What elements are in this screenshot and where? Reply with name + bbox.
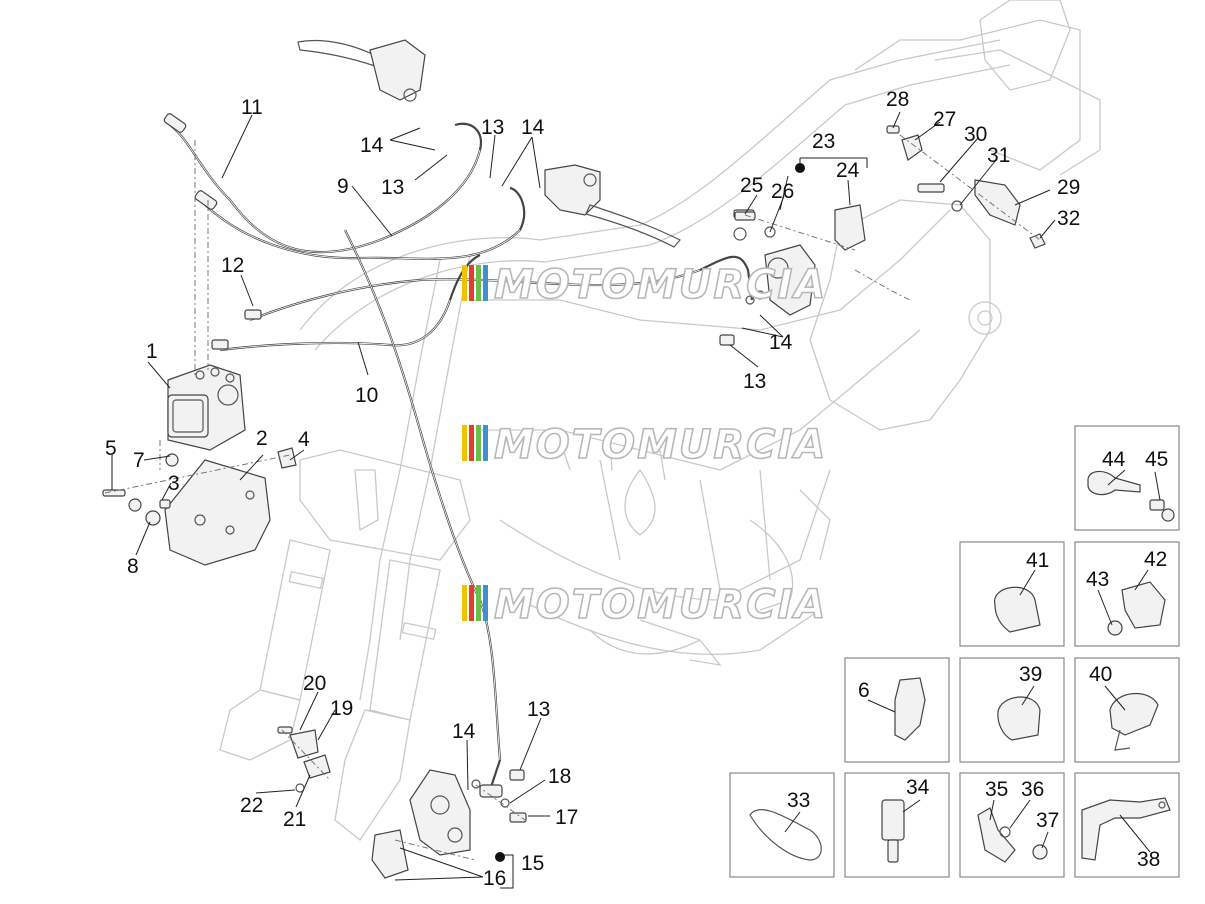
rear-brake-master-cylinder — [544, 164, 681, 248]
assembly-guide-lines — [104, 134, 1041, 861]
callout-30: 30 — [964, 123, 987, 146]
callout-36: 36 — [1021, 778, 1044, 801]
callout-35: 35 — [985, 778, 1008, 801]
callout-13-c: 13 — [743, 370, 766, 393]
callout-34: 34 — [906, 776, 930, 799]
inset-box-38 — [1074, 772, 1180, 878]
callout-14-b: 14 — [521, 116, 545, 139]
abs-wheel-sensor — [277, 726, 331, 793]
abs-bracket — [164, 459, 271, 566]
callout-43: 43 — [1086, 568, 1109, 591]
inset-box-41 — [959, 541, 1065, 647]
callout-27: 27 — [933, 108, 956, 131]
rear-caliper-mount-hardware — [734, 125, 1046, 249]
callout-2: 2 — [256, 427, 268, 450]
callout-11: 11 — [241, 96, 263, 119]
inset-box-6 — [844, 657, 950, 763]
inset-box-33 — [729, 772, 835, 878]
callout-38: 38 — [1137, 848, 1160, 871]
callout-14-d: 14 — [452, 720, 476, 743]
callout-29: 29 — [1057, 176, 1080, 199]
abs-hardware — [102, 447, 297, 526]
callout-18: 18 — [548, 765, 571, 788]
abs-control-unit — [167, 364, 246, 451]
brake-hoses — [163, 113, 754, 798]
callout-7: 7 — [133, 449, 145, 472]
callout-39: 39 — [1019, 663, 1042, 686]
callout-44: 44 — [1102, 448, 1126, 471]
scooter-frame — [299, 0, 1101, 701]
watermark-bottom: MOTOMURCIA — [462, 581, 827, 629]
kit-dot-15 — [495, 852, 505, 862]
watermark-top: MOTOMURCIA — [462, 261, 827, 309]
watermark-text: MOTOMURCIA — [494, 582, 827, 628]
callout-24: 24 — [836, 159, 860, 182]
callout-1: 1 — [146, 340, 158, 363]
callout-26: 26 — [771, 180, 794, 203]
callout-15: 15 — [521, 852, 544, 875]
callout-28: 28 — [886, 88, 909, 111]
watermark-middle: MOTOMURCIA — [462, 421, 827, 469]
callout-13-b: 13 — [381, 176, 404, 199]
callout-6: 6 — [858, 679, 870, 702]
callout-21: 21 — [283, 808, 306, 831]
watermark-text: MOTOMURCIA — [494, 422, 827, 468]
callout-23: 23 — [812, 130, 835, 153]
front-fork — [219, 449, 471, 841]
callout-4: 4 — [298, 428, 310, 451]
inset-box-34 — [844, 772, 950, 878]
callout-8: 8 — [127, 555, 139, 578]
callout-13-d: 13 — [527, 698, 550, 721]
callout-45: 45 — [1145, 448, 1168, 471]
callout-40: 40 — [1089, 663, 1112, 686]
watermark-text: MOTOMURCIA — [494, 262, 827, 308]
rear-brake-caliper — [719, 204, 866, 346]
leader-lines — [111, 111, 1161, 889]
inset-box-39 — [959, 657, 1065, 763]
front-brake-master-cylinder — [297, 39, 426, 102]
callout-41: 41 — [1026, 549, 1049, 572]
kit-dot-23 — [795, 163, 805, 173]
callout-labels: 1 2 3 4 5 6 7 8 9 10 11 12 13 13 13 13 1… — [105, 88, 1168, 890]
callout-13-a: 13 — [481, 116, 504, 139]
inset-box-42-43 — [1074, 541, 1180, 647]
callout-32: 32 — [1057, 207, 1080, 230]
callout-10: 10 — [355, 384, 378, 407]
callout-14-c: 14 — [769, 331, 793, 354]
callout-25: 25 — [740, 174, 763, 197]
callout-5: 5 — [105, 437, 117, 460]
callout-12: 12 — [221, 254, 244, 277]
callout-17: 17 — [555, 806, 578, 829]
callout-20: 20 — [303, 672, 326, 695]
callout-31: 31 — [987, 144, 1010, 167]
callout-42: 42 — [1144, 548, 1167, 571]
callout-19: 19 — [330, 697, 353, 720]
callout-16: 16 — [483, 867, 506, 890]
callout-3: 3 — [168, 472, 180, 495]
callout-33: 33 — [787, 789, 810, 812]
callout-14-a: 14 — [360, 134, 384, 157]
callout-22: 22 — [240, 794, 263, 817]
inset-box-44-45 — [1074, 425, 1180, 531]
inset-box-40 — [1074, 657, 1180, 763]
callout-37: 37 — [1036, 809, 1059, 832]
callout-9: 9 — [337, 175, 349, 198]
